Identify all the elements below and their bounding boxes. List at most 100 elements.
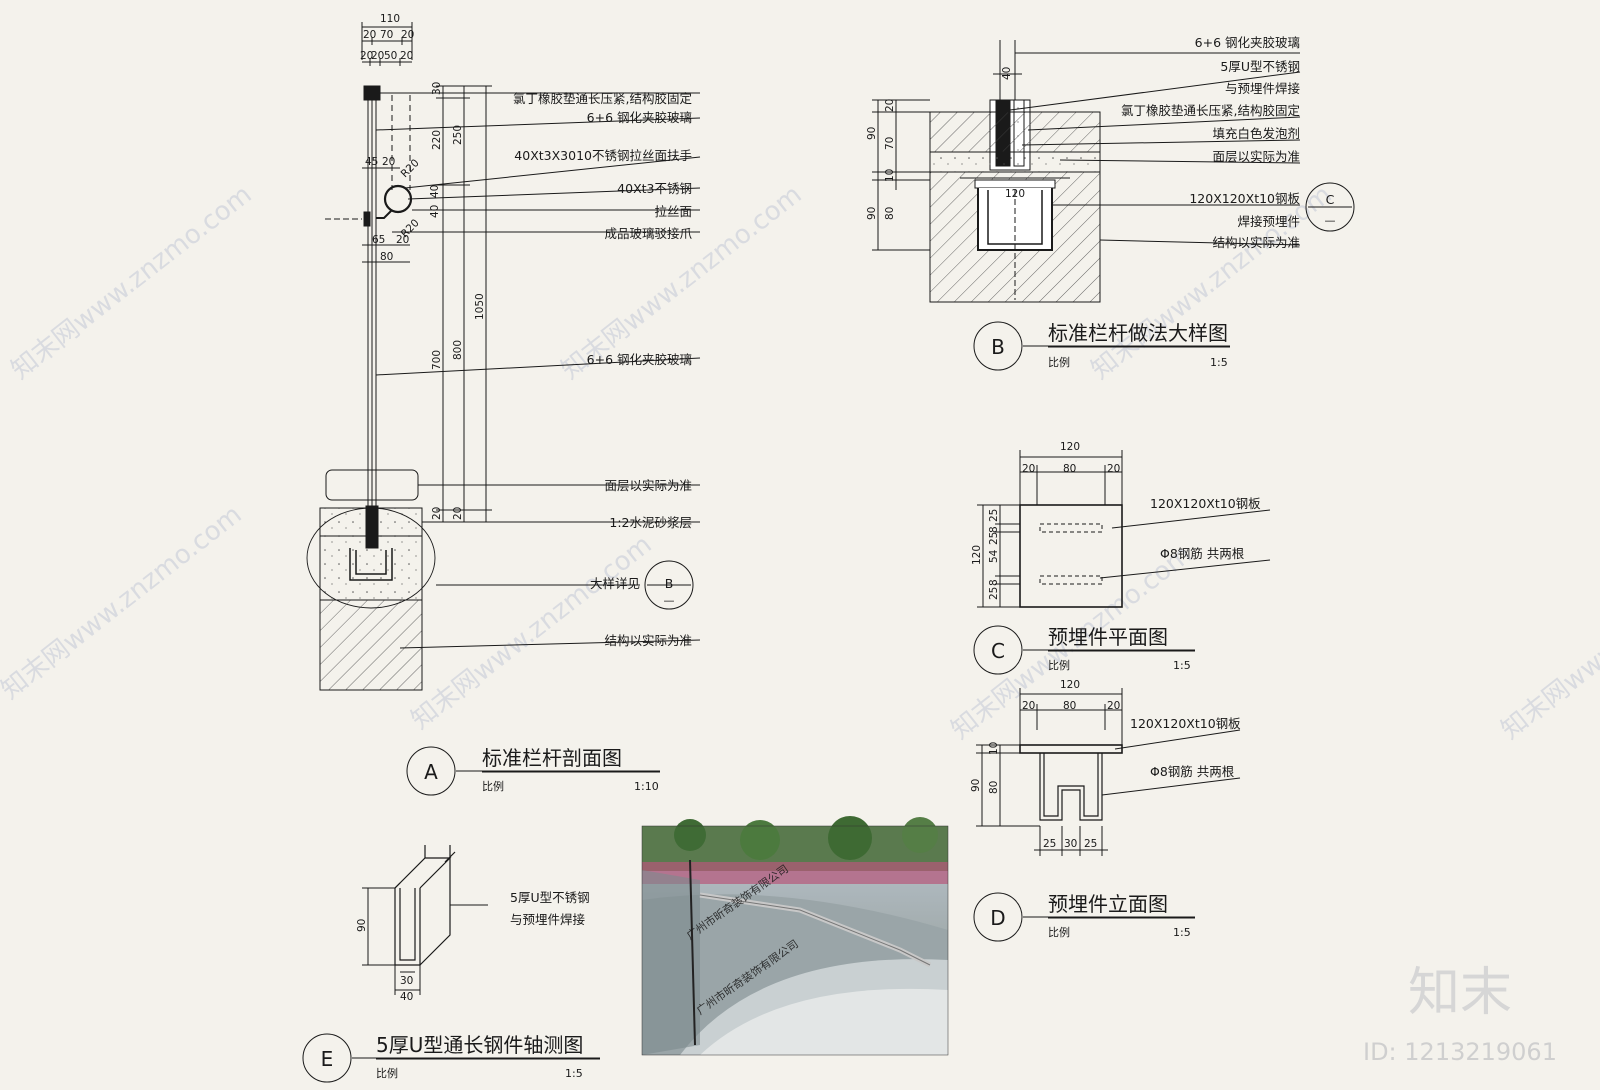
dim-text: 80: [884, 207, 896, 220]
dim-text: 110: [380, 13, 400, 25]
section-marker-e: E: [321, 1047, 334, 1071]
section-e-title: 5厚U型通长钢件轴测图: [376, 1033, 583, 1057]
annotation-label: 6+6 钢化夹胶玻璃: [587, 110, 692, 125]
annotation-label: 40Xt3不锈钢: [617, 181, 692, 196]
dim-text: 25: [988, 587, 1000, 600]
section-a-title: 标准栏杆剖面图: [482, 746, 622, 770]
section-b-drawing: [872, 40, 1355, 371]
section-b-scale-label: 比例: [1048, 355, 1070, 369]
annotation-label: 面层以实际为准: [1212, 149, 1300, 164]
ref-marker-c: C: [1326, 192, 1335, 207]
dim-text: 80: [1063, 463, 1076, 475]
watermark-text: 知末网www.znzmo.com: [1086, 180, 1338, 386]
dim-text: 20: [431, 507, 443, 520]
section-b-scale-value: 1:5: [1210, 356, 1228, 369]
section-b-title: 标准栏杆做法大样图: [1048, 321, 1228, 345]
dim-text: 1050: [474, 293, 486, 320]
dim-text: 120: [1060, 679, 1080, 691]
section-c-labels: 120X120Xt10钢板 Φ8钢筋 共两根: [1150, 496, 1261, 561]
dim-text: 20: [360, 50, 373, 62]
dim-text: 30: [1064, 838, 1077, 850]
annotation-label: 拉丝面: [654, 204, 692, 219]
dim-text: 10: [988, 742, 1000, 755]
section-b-labels: 6+6 钢化夹胶玻璃 5厚U型不锈钢 与预埋件焊接 氯丁橡胶垫通长压紧,结构胶固…: [1121, 35, 1300, 250]
dim-text: 25: [988, 509, 1000, 522]
section-marker-a: A: [424, 760, 438, 784]
dim-text: 10: [884, 169, 896, 182]
dim-text: 50: [384, 50, 397, 62]
annotation-label: 焊接预埋件: [1237, 214, 1300, 229]
section-c-scale-label: 比例: [1048, 658, 1070, 672]
annotation-label: 结构以实际为准: [1212, 235, 1300, 250]
section-marker-c: C: [991, 639, 1005, 663]
annotation-label: 1:2水泥砂浆层: [609, 515, 692, 530]
section-a-drawing: [306, 22, 701, 796]
annotation-label: 氯丁橡胶垫通长压紧,结构胶固定: [513, 91, 692, 106]
dim-text: 20: [382, 156, 395, 168]
dim-text: 120: [1060, 441, 1080, 453]
dim-text: 40: [400, 991, 413, 1003]
dim-text: 90: [970, 779, 982, 792]
section-d-dims: 120 20 80 20 10 90 80 25 30 25: [970, 679, 1120, 850]
dim-text: 20: [371, 50, 384, 62]
dim-text: 20: [400, 50, 413, 62]
dim-text: 120: [1005, 188, 1025, 200]
dim-text: 20: [401, 29, 414, 41]
dim-text: 90: [866, 207, 878, 220]
dim-text: 8: [988, 526, 1000, 533]
annotation-label: 面层以实际为准: [604, 478, 692, 493]
dim-text: 20: [1107, 700, 1120, 712]
dim-text: R20: [399, 157, 422, 180]
section-e-drawing: [302, 845, 600, 1083]
annotation-label: 120X120Xt10钢板: [1130, 716, 1241, 731]
annotation-label: Φ8钢筋 共两根: [1150, 764, 1235, 779]
annotation-label: 成品玻璃驳接爪: [604, 226, 692, 241]
dim-text: 20: [884, 99, 896, 112]
dim-text: 54: [988, 549, 1000, 563]
section-e-scale-label: 比例: [376, 1066, 398, 1080]
section-marker-b: B: [991, 335, 1005, 359]
dim-text: 800: [452, 340, 464, 360]
section-a-dims: 110 20 70 20 20 20 50 20 45 20 R20 40 40…: [360, 13, 486, 520]
annotation-label: 6+6 钢化夹胶玻璃: [587, 352, 692, 367]
ref-dash: —: [1325, 214, 1336, 227]
dim-text: 40: [1001, 67, 1013, 80]
dim-text: 20: [1022, 463, 1035, 475]
annotation-label: 5厚U型不锈钢: [1220, 59, 1300, 74]
annotation-label: 5厚U型不锈钢: [510, 890, 590, 905]
section-e-dims: 90 30 40: [356, 919, 413, 1003]
dim-text: 90: [866, 127, 878, 140]
dim-text: 25: [1084, 838, 1097, 850]
dim-text: 20: [452, 507, 464, 520]
section-marker-d: D: [990, 906, 1005, 930]
annotation-label: 氯丁橡胶垫通长压紧,结构胶固定: [1121, 103, 1300, 118]
dim-text: 120: [971, 545, 983, 565]
watermark-layer: 知末网www.znzmo.com 知末网www.znzmo.com 知末网www…: [0, 180, 1600, 746]
section-a-labels: 氯丁橡胶垫通长压紧,结构胶固定 6+6 钢化夹胶玻璃 40Xt3X3010不锈钢…: [513, 91, 692, 648]
dim-text: 25: [988, 532, 1000, 545]
section-d-drawing: [973, 688, 1241, 942]
dim-text: 20: [1022, 700, 1035, 712]
section-a-scale-label: 比例: [482, 779, 504, 793]
section-e-labels: 5厚U型不锈钢 与预埋件焊接: [510, 890, 590, 927]
dim-text: 700: [431, 350, 443, 370]
dim-text: 70: [380, 29, 393, 41]
dim-text: 20: [396, 234, 409, 246]
reference-photo: 广州市昕奇装饰有限公司 广州市昕奇装饰有限公司: [641, 816, 949, 1056]
annotation-label: 填充白色发泡剂: [1212, 126, 1300, 141]
annotation-label: 结构以实际为准: [604, 633, 692, 648]
brand-watermark: 知末: [1408, 963, 1512, 1023]
dim-text: 250: [452, 125, 464, 145]
dim-text: 30: [431, 82, 443, 95]
dim-text: 65: [372, 234, 385, 246]
dim-text: 25: [1043, 838, 1056, 850]
dim-text: 220: [431, 130, 443, 150]
dim-text: 80: [1063, 700, 1076, 712]
section-e-scale-value: 1:5: [565, 1067, 583, 1080]
annotation-label: 40Xt3X3010不锈钢拉丝面扶手: [514, 148, 692, 163]
section-c-scale-value: 1:5: [1173, 659, 1191, 672]
annotation-label: Φ8钢筋 共两根: [1160, 546, 1245, 561]
dim-text: 70: [884, 137, 896, 150]
annotation-label: 6+6 钢化夹胶玻璃: [1195, 35, 1300, 50]
